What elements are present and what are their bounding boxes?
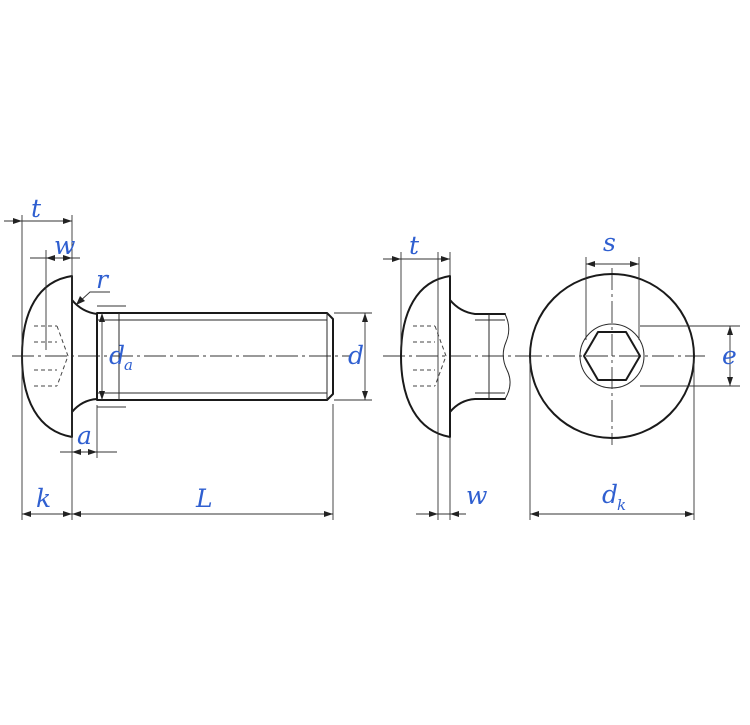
hidden-socket <box>34 325 69 387</box>
label-w-partial: w <box>466 481 487 510</box>
head-outline <box>21 275 73 438</box>
socket-circle <box>579 323 645 389</box>
label-s: s <box>603 228 616 257</box>
label-dk: d <box>602 480 618 509</box>
partial-side-view: t w <box>383 231 525 520</box>
label-w-side: w <box>54 231 75 260</box>
label-e: e <box>722 341 737 370</box>
label-t-side: t <box>31 194 42 223</box>
side-view: t w r d a d a k L <box>4 194 372 520</box>
hidden-socket-2 <box>413 325 447 387</box>
label-L: L <box>195 484 213 513</box>
label-da: d <box>109 341 125 370</box>
label-d: d <box>348 341 364 370</box>
hex-socket <box>583 331 641 381</box>
label-r: r <box>96 265 110 294</box>
head-outline-2 <box>400 275 451 438</box>
label-a: a <box>77 421 92 450</box>
head-circle <box>529 273 695 439</box>
label-dk-subscript: k <box>617 496 626 514</box>
break-line <box>502 313 511 400</box>
end-view: s e d k <box>520 228 740 520</box>
label-k: k <box>36 484 51 513</box>
label-da-subscript: a <box>124 356 133 374</box>
neck-fillet <box>71 299 98 413</box>
label-t-partial: t <box>409 231 420 260</box>
